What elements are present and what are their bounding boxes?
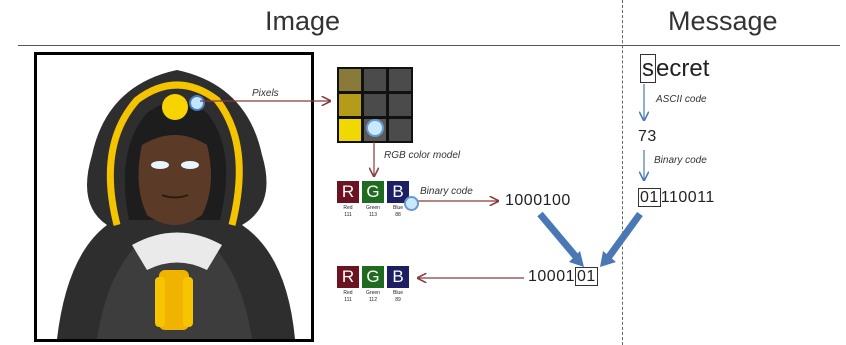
rgb-r-name: Red — [343, 205, 353, 211]
rgb-b-value: 89 — [395, 297, 401, 303]
rgb-r-box: R — [337, 181, 359, 203]
rgb-r-name: Red — [343, 290, 353, 296]
rgb-g-box: G — [362, 266, 384, 288]
rgb-g-name: Green — [366, 290, 380, 296]
rgb-b-value: 88 — [395, 212, 401, 218]
secret-first-letter: s — [640, 54, 656, 83]
pixel-cell — [339, 69, 361, 91]
magnifier-icon — [366, 119, 384, 137]
message-header: Message — [668, 6, 778, 36]
rgb-model-label: RGB color model — [384, 150, 461, 161]
rgb-b-box: B — [387, 181, 409, 203]
image-header: Image — [265, 6, 341, 36]
rgb-g-value: 113 — [369, 212, 377, 218]
binary-value: 1000100 — [505, 192, 571, 209]
secret-rest: ecret — [656, 55, 710, 82]
result-boxed-bits: 01 — [575, 267, 598, 286]
pixel-cell — [364, 94, 386, 116]
pixel-cell — [389, 69, 411, 91]
rgb-g-name: Green — [366, 205, 380, 211]
ascii-value: 73 — [638, 128, 657, 145]
pixel-cell — [389, 94, 411, 116]
result-prefix: 10001 — [528, 268, 575, 285]
pixel-cell — [339, 119, 361, 141]
rgb-b-name: Blue — [392, 205, 403, 211]
secret-word: secret — [640, 54, 710, 83]
binary-code-message-label: Binary code — [654, 155, 707, 166]
blue-arrow-right — [605, 211, 643, 261]
column-divider — [622, 0, 623, 345]
rgb-b-box: B — [387, 266, 409, 288]
hooded-figure-picture — [34, 52, 314, 342]
pixel-grid — [337, 67, 413, 143]
hooded-figure-icon — [57, 70, 295, 339]
blue-arrow-left — [537, 211, 580, 261]
rgb-r-box: R — [337, 266, 359, 288]
header-rule — [18, 45, 840, 46]
message-binary-boxed: 01 — [638, 188, 661, 207]
rgb-g-value: 112 — [369, 297, 377, 303]
rgb-r-value: 111 — [344, 212, 352, 218]
rgb-block-top: R G B Red Green Blue 111 113 88 — [337, 181, 417, 221]
message-binary-rest: 110011 — [660, 189, 715, 206]
binary-code-label: Binary code — [420, 186, 473, 197]
ascii-code-label: ASCII code — [656, 94, 707, 105]
rgb-r-value: 111 — [344, 297, 352, 303]
magnifier-icon — [404, 196, 419, 211]
rgb-g-box: G — [362, 181, 384, 203]
pixel-cell — [364, 69, 386, 91]
rgb-block-bottom: R G B Red Green Blue 111 112 89 — [337, 266, 417, 306]
pixel-cell — [389, 119, 411, 141]
pixel-cell — [339, 94, 361, 116]
rgb-b-name: Blue — [392, 290, 403, 296]
pixels-label: Pixels — [252, 88, 279, 99]
